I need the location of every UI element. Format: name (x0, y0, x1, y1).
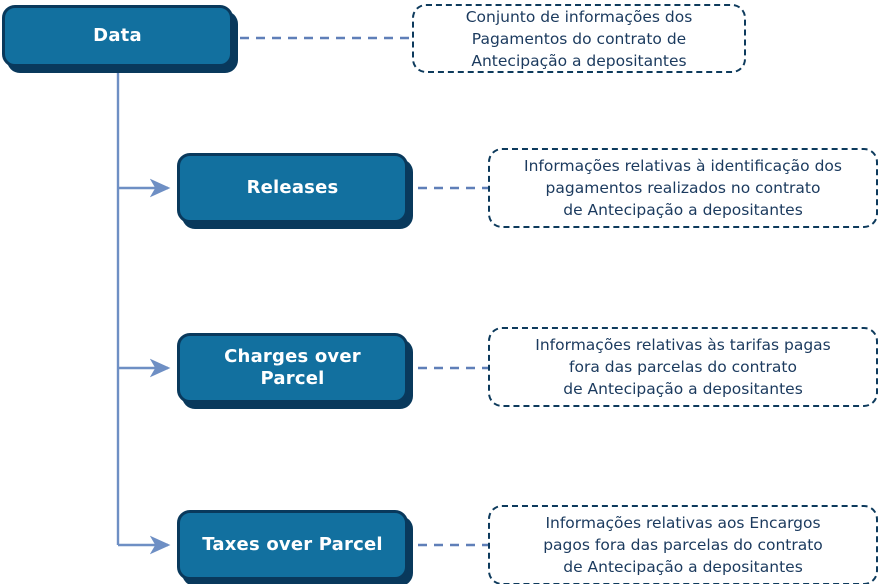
node-releases-label: Releases (246, 177, 339, 199)
note-charges-over-parcel-text: Informações relativas às tarifas pagas f… (535, 336, 831, 398)
note-data-text: Conjunto de informações dos Pagamentos d… (465, 7, 693, 70)
node-data-label: Data (93, 25, 142, 47)
note-taxes-over-parcel: Informações relativas aos Encargos pagos… (488, 505, 878, 584)
note-charges-over-parcel: Informações relativas às tarifas pagas f… (488, 327, 878, 407)
note-releases: Informações relativas à identificação do… (488, 148, 878, 228)
node-releases[interactable]: Releases (177, 153, 408, 223)
node-charges-over-parcel-label: Charges over Parcel (224, 346, 361, 389)
node-data[interactable]: Data (2, 5, 233, 67)
note-taxes-over-parcel-text: Informações relativas aos Encargos pagos… (543, 514, 823, 576)
node-taxes-over-parcel-label: Taxes over Parcel (202, 534, 383, 556)
note-releases-text: Informações relativas à identificação do… (524, 157, 842, 219)
node-taxes-over-parcel[interactable]: Taxes over Parcel (177, 510, 408, 580)
note-data: Conjunto de informações dos Pagamentos d… (412, 4, 746, 73)
node-charges-over-parcel[interactable]: Charges over Parcel (177, 333, 408, 403)
